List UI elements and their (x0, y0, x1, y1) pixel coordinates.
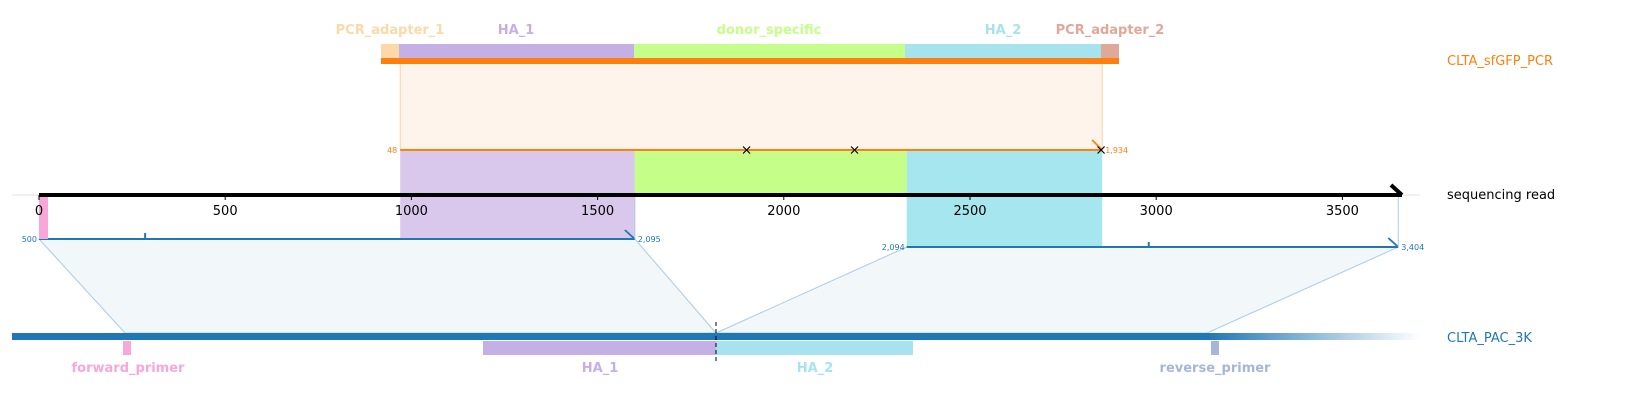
top-alignment-region (399, 62, 1103, 151)
read-axis-tick-label: 0 (35, 204, 43, 219)
bottom-feature-block (716, 341, 913, 355)
bottom-alignment-end-label: 2,095 (638, 235, 661, 244)
bottom-reference-features: forward_primer HA_1 HA_2 reverse_primer (72, 341, 1272, 376)
read-axis-tick-label: 1500 (581, 204, 614, 219)
bottom-feature-label: HA_2 (797, 361, 834, 376)
mismatch-marks (742, 146, 1106, 154)
read-axis-ticks: 0 500 1000 1500 2000 2500 3000 3500 (35, 195, 1359, 219)
bottom-alignments: 500 2,095 2,094 3,404 (22, 195, 1424, 334)
top-feature-block (634, 44, 905, 59)
read-axis-tick-label: 3500 (1326, 204, 1359, 219)
read-feature-donor-band (634, 150, 907, 195)
read-axis-tick-label: 3000 (1140, 204, 1173, 219)
forward-primer-read-marker (39, 195, 48, 239)
mismatch-mark (1097, 146, 1106, 154)
bottom-feature-block (483, 341, 716, 355)
bottom-alignment-start-label: 500 (22, 235, 37, 244)
bottom-feature-block (1211, 341, 1219, 355)
bottom-feature-label: reverse_primer (1160, 361, 1272, 376)
bottom-alignment-region (37, 238, 718, 334)
read-axis-tick-label: 2500 (953, 204, 986, 219)
read-axis-tick-label: 2000 (767, 204, 800, 219)
bottom-alignment-start-label: 2,094 (882, 243, 905, 252)
read-axis-tick-label: 500 (213, 204, 238, 219)
bottom-feature-label: HA_1 (582, 361, 619, 376)
read-name: sequencing read (1447, 188, 1555, 203)
top-alignment-arrowhead (1091, 139, 1103, 151)
top-alignment-end-label: 1,934 (1105, 146, 1128, 155)
top-reference-bar (381, 58, 1119, 64)
bottom-alignment-arrowhead (1387, 237, 1399, 248)
read-axis-tick-label: 1000 (395, 204, 428, 219)
top-feature-label: HA_2 (985, 23, 1022, 38)
bottom-reference-bar-fade (1207, 333, 1420, 340)
top-reference-name: CLTA_sfGFP_PCR (1447, 54, 1553, 69)
top-feature-block (399, 44, 634, 59)
top-feature-block (381, 44, 399, 59)
read-axis-arrowhead (1389, 183, 1404, 197)
bottom-reference-name: CLTA_PAC_3K (1447, 331, 1532, 346)
read-feature-ha2-band (906, 150, 1103, 247)
bottom-alignment-arrowhead (624, 229, 636, 240)
top-feature-label: HA_1 (498, 23, 535, 38)
top-alignment-start-label: 48 (387, 146, 397, 155)
bottom-alignment-end-label: 3,404 (1401, 243, 1424, 252)
bottom-alignment-region (715, 246, 1399, 334)
bottom-reference-bar (12, 333, 1207, 340)
top-feature-block (905, 44, 1101, 59)
top-feature-block (1101, 44, 1119, 59)
top-feature-label: donor_specific (717, 23, 822, 38)
top-reference-features: PCR_adapter_1 HA_1 donor_specific HA_2 PCR_a… (336, 23, 1165, 59)
bottom-feature-block (123, 341, 131, 355)
bottom-feature-label: forward_primer (72, 361, 186, 376)
mismatch-mark (742, 146, 751, 154)
top-feature-label: PCR_adapter_1 (336, 23, 445, 38)
mismatch-mark (850, 146, 859, 154)
top-feature-label: PCR_adapter_2 (1056, 23, 1165, 38)
